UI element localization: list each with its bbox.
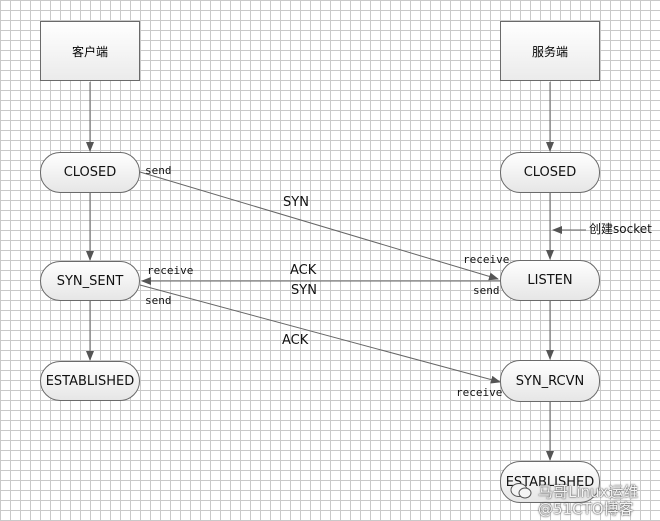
label-ack-3: ACK bbox=[282, 333, 309, 348]
server-header-label: 服务端 bbox=[531, 44, 568, 59]
client-header-label: 客户端 bbox=[71, 44, 108, 59]
label-send-client-closed: send bbox=[145, 164, 172, 177]
label-receive-client-synsent: receive bbox=[147, 264, 194, 277]
wechat-icon bbox=[510, 483, 532, 499]
arrow-ack-client-to-server bbox=[139, 284, 501, 384]
client-state-closed: CLOSED bbox=[40, 152, 140, 193]
label-receive-server-listen: receive bbox=[463, 253, 510, 266]
server-state-listen: LISTEN bbox=[500, 260, 600, 301]
label-syn-1: SYN bbox=[283, 195, 309, 210]
client-header-box: 客户端 bbox=[40, 21, 140, 81]
arrow-syn-client-to-server bbox=[139, 171, 499, 281]
watermark-line-2: @51CTO博客 bbox=[538, 500, 634, 518]
label-send-client-synsent: send bbox=[145, 294, 172, 307]
label-receive-server-synrcvn: receive bbox=[456, 386, 503, 399]
client-state-syn-sent: SYN_SENT bbox=[40, 261, 140, 301]
label-create-socket: 创建socket bbox=[589, 222, 652, 236]
server-state-syn-rcvn: SYN_RCVN bbox=[500, 360, 600, 402]
label-syn-2: SYN bbox=[291, 283, 317, 298]
watermark-line-1: 马哥Linux运维 bbox=[538, 483, 639, 501]
label-ack-2: ACK bbox=[290, 263, 317, 278]
label-send-server-listen: send bbox=[473, 284, 500, 297]
server-state-closed: CLOSED bbox=[500, 152, 600, 193]
server-header-box: 服务端 bbox=[500, 21, 600, 81]
client-state-established: ESTABLISHED bbox=[40, 361, 140, 401]
